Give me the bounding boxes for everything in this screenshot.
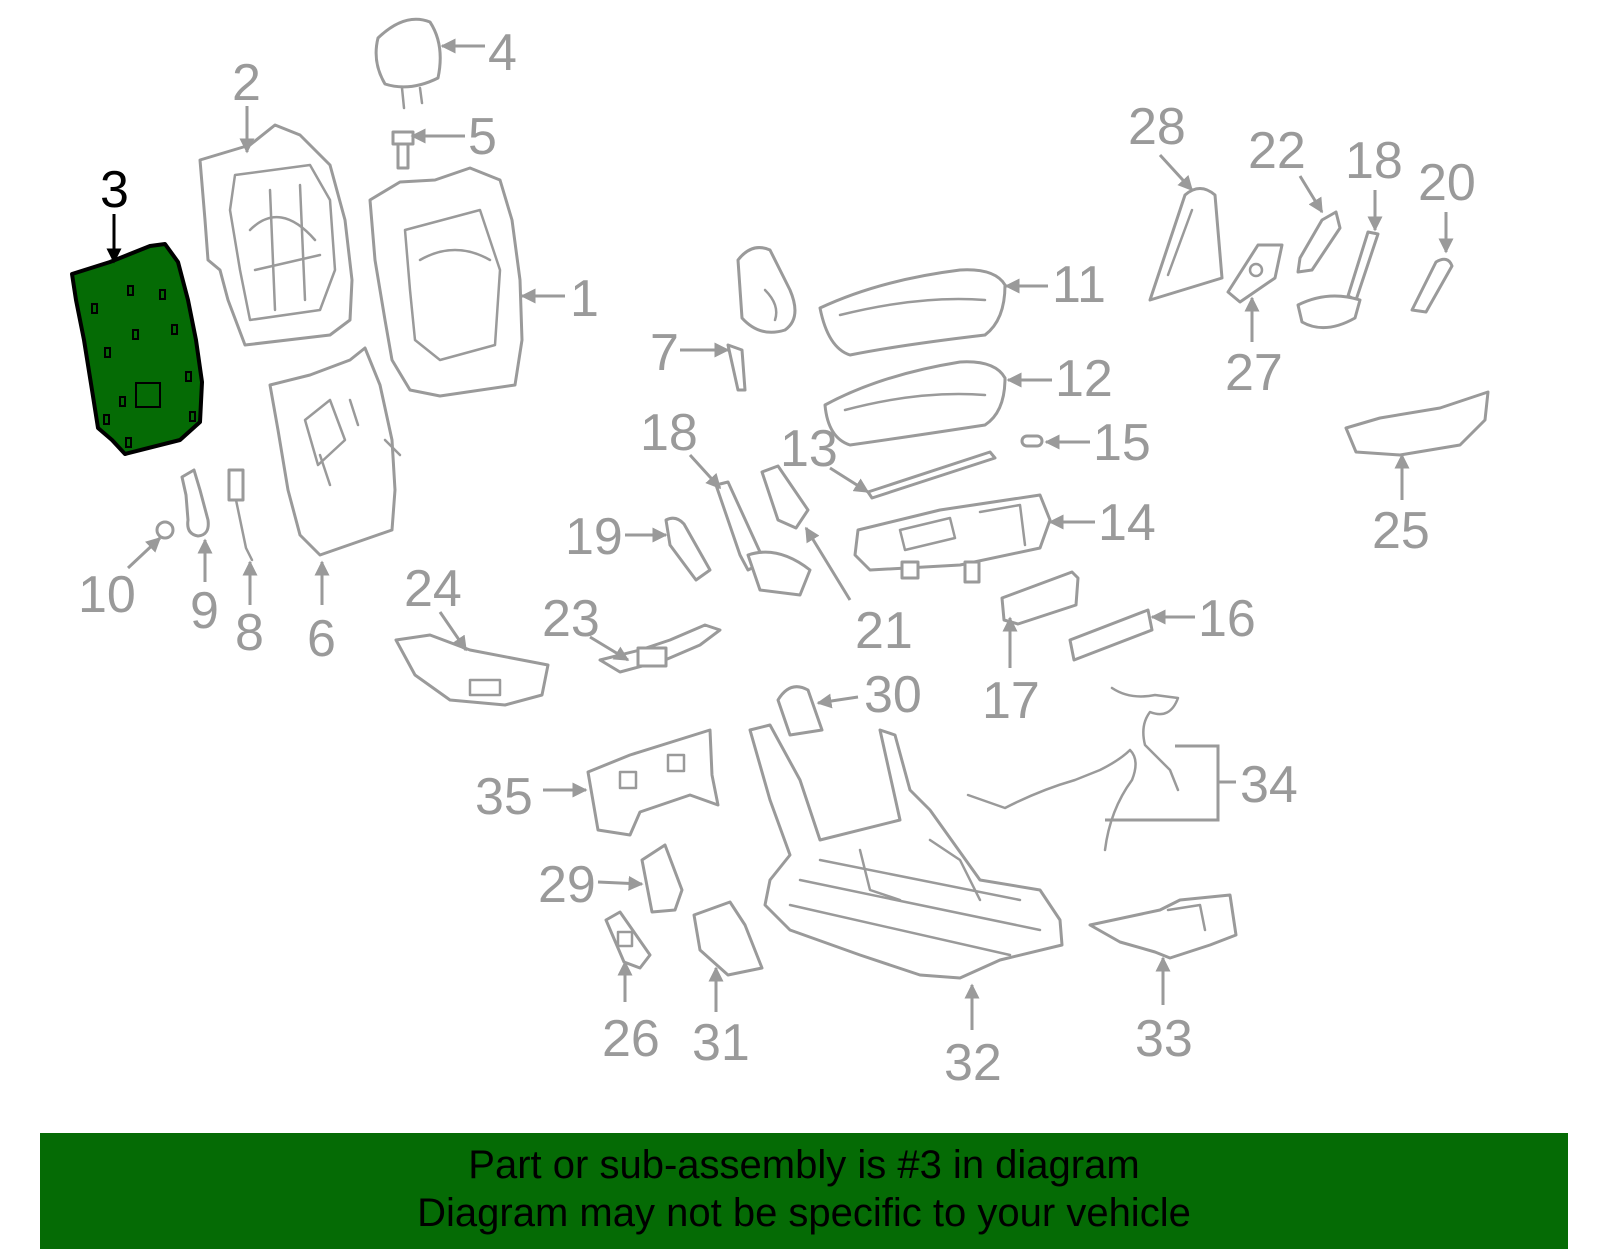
info-banner: Part or sub-assembly is #3 in diagram Di… xyxy=(40,1133,1568,1249)
callout-22: 22 xyxy=(1248,122,1306,180)
part-12-cushion-pad[interactable] xyxy=(823,360,1007,447)
callout-21: 21 xyxy=(855,602,913,660)
leader-lines xyxy=(106,38,1454,1030)
callout-7: 7 xyxy=(650,324,679,382)
part-28-cover[interactable] xyxy=(1148,187,1224,302)
part-30-cover[interactable] xyxy=(776,685,824,737)
part-24-side-shield[interactable] xyxy=(394,633,550,707)
part-18-recliner-handle-right[interactable] xyxy=(1296,230,1380,330)
part-9-lever[interactable] xyxy=(180,468,210,538)
part-5-headrest-guide[interactable] xyxy=(391,130,415,170)
banner-line-part: Part or sub-assembly is #3 in diagram xyxy=(468,1143,1140,1187)
part-15-clip[interactable] xyxy=(1020,434,1044,448)
part-8-rod[interactable] xyxy=(227,468,254,562)
callout-27: 27 xyxy=(1225,344,1283,402)
part-16-trim[interactable] xyxy=(1068,608,1154,662)
part-34-harness[interactable] xyxy=(966,686,1180,852)
part-29-cover[interactable] xyxy=(640,843,684,914)
callout-14: 14 xyxy=(1098,494,1156,552)
callout-3: 3 xyxy=(100,161,129,219)
part-7-belt-guide[interactable] xyxy=(726,246,797,392)
part-17-bracket[interactable] xyxy=(1000,570,1080,626)
part-11-cushion-cover[interactable] xyxy=(818,268,1007,357)
callout-13: 13 xyxy=(780,420,838,478)
callout-33: 33 xyxy=(1135,1010,1193,1068)
callout-6: 6 xyxy=(307,610,336,668)
part-20-handle[interactable] xyxy=(1410,257,1454,314)
callout-4: 4 xyxy=(488,24,517,82)
callout-31: 31 xyxy=(692,1014,750,1072)
part-1-seat-back-cover[interactable] xyxy=(368,166,524,398)
callout-18-right: 18 xyxy=(1345,132,1403,190)
part-6-back-frame-panel[interactable] xyxy=(268,346,402,557)
banner-line-disclaimer: Diagram may not be specific to your vehi… xyxy=(417,1191,1191,1235)
part-31-cover[interactable] xyxy=(692,900,764,977)
part-21-bezel[interactable] xyxy=(760,464,810,530)
part-10-washer[interactable] xyxy=(155,520,175,540)
part-19-handle[interactable] xyxy=(664,516,712,582)
callout-16: 16 xyxy=(1198,590,1256,648)
callout-19: 19 xyxy=(565,508,623,566)
callout-35: 35 xyxy=(475,768,533,826)
callout-12: 12 xyxy=(1055,350,1113,408)
callout-32: 32 xyxy=(944,1034,1002,1092)
callout-5: 5 xyxy=(468,108,497,166)
callout-23: 23 xyxy=(542,590,600,648)
callout-11: 11 xyxy=(1052,256,1106,314)
part-14-cushion-frame[interactable] xyxy=(853,493,1052,584)
callout-8: 8 xyxy=(235,604,264,662)
part-3-seat-back-panel[interactable] xyxy=(70,242,204,456)
callout-24: 24 xyxy=(404,560,462,618)
callout-34: 34 xyxy=(1240,756,1298,814)
callout-labels: 1 2 3 4 5 6 7 8 9 10 11 12 13 14 15 16 1… xyxy=(78,24,1476,1092)
part-35-bracket[interactable] xyxy=(586,728,720,837)
callout-28: 28 xyxy=(1128,98,1186,156)
part-26-bracket[interactable] xyxy=(604,910,652,970)
callout-10: 10 xyxy=(78,566,136,624)
part-27-bezel[interactable] xyxy=(1226,243,1284,304)
callout-30: 30 xyxy=(864,666,922,724)
part-25-side-shield[interactable] xyxy=(1344,390,1490,457)
callout-17: 17 xyxy=(982,672,1040,730)
callout-26: 26 xyxy=(602,1010,660,1068)
part-4-headrest[interactable] xyxy=(374,17,442,110)
part-22-bezel[interactable] xyxy=(1296,210,1342,274)
callout-20: 20 xyxy=(1418,154,1476,212)
part-23-switch[interactable] xyxy=(598,623,722,674)
part-33-shield[interactable] xyxy=(1088,893,1238,960)
callout-1: 1 xyxy=(570,270,599,328)
callout-18-left: 18 xyxy=(640,404,698,462)
part-32-seat-track[interactable] xyxy=(748,723,1064,980)
callout-2: 2 xyxy=(232,54,261,112)
part-18-recliner-handle-left[interactable] xyxy=(714,480,812,597)
callout-9: 9 xyxy=(190,582,219,640)
callout-15: 15 xyxy=(1093,414,1151,472)
callout-25: 25 xyxy=(1372,502,1430,560)
part-13-wire[interactable] xyxy=(866,450,997,500)
callout-29: 29 xyxy=(538,856,596,914)
part-2-seat-back-frame[interactable] xyxy=(198,123,354,347)
